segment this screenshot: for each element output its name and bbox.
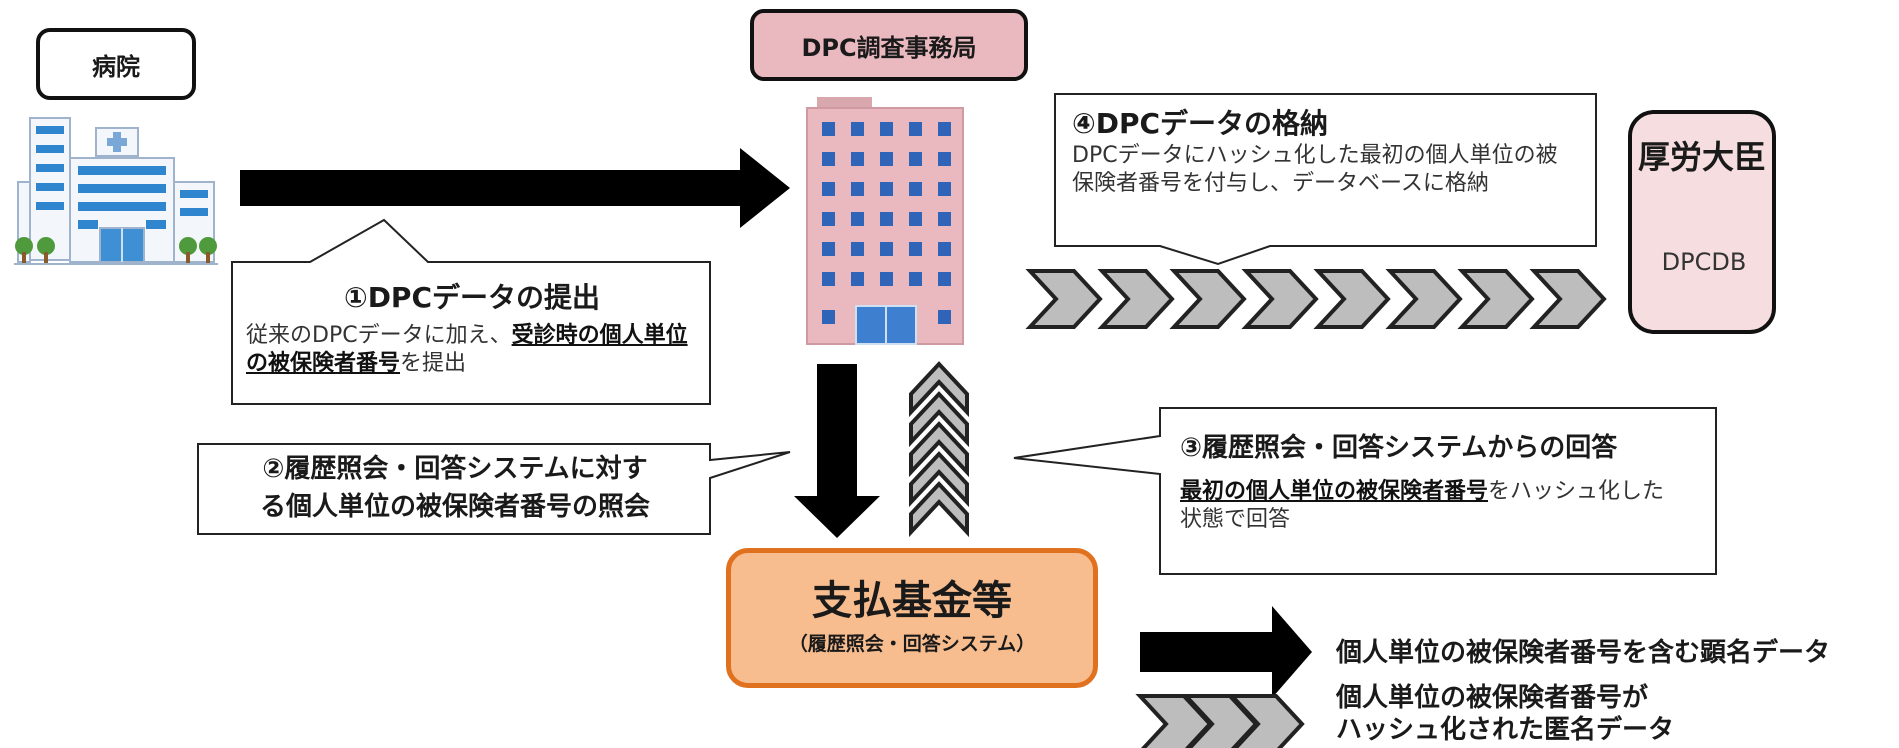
- fund-box: 支払基金等 （履歴照会・回答システム）: [726, 548, 1098, 688]
- office-building-icon: [806, 97, 964, 345]
- callout-step4-shape: [1054, 93, 1597, 266]
- step3-text: 最初の個人単位の被保険者番号をハッシュ化した状態で回答: [1180, 478, 1680, 534]
- legend-solid-label: 個人単位の被保険者番号を含む顕名データ: [1336, 638, 1831, 668]
- fund-title: 支払基金等: [812, 578, 1012, 624]
- step4-title: ④DPCデータの格納: [1072, 107, 1329, 140]
- hospital-label-text: 病院: [92, 52, 140, 81]
- arrow-store-chevrons: [1028, 269, 1606, 329]
- office-label-text: DPC調査事務局: [801, 33, 977, 62]
- step1-text: 従来のDPCデータに加え、受診時の個人単位の被保険者番号を提出: [246, 322, 698, 378]
- step2-title-line2: る個人単位の被保険者番号の照会: [259, 492, 650, 522]
- step2-title-line1: ②履歴照会・回答システムに対す: [262, 454, 648, 484]
- callout-step4: ④DPCデータの格納 DPCデータにハッシュ化した最初の個人単位の被保険者番号を…: [1072, 106, 1582, 198]
- callout-step2: ②履歴照会・回答システムに対す る個人単位の被保険者番号の照会: [210, 450, 700, 526]
- callout-step3-shape: [1013, 407, 1717, 575]
- callout-step1-shape: [231, 218, 711, 405]
- step3-title: ③履歴照会・回答システムからの回答: [1180, 433, 1618, 463]
- minister-container: 厚労大臣: [1628, 110, 1776, 334]
- arrow-inquiry: [794, 364, 880, 538]
- db-label: DPCDB: [1661, 248, 1747, 276]
- hospital-label: 病院: [36, 28, 196, 100]
- legend-chevron-label: 個人単位の被保険者番号が ハッシュ化された匿名データ: [1336, 682, 1674, 746]
- callout-step3: ③履歴照会・回答システムからの回答 最初の個人単位の被保険者番号をハッシュ化した…: [1180, 430, 1700, 534]
- step1-text-pre: 従来のDPCデータに加え、: [246, 323, 512, 348]
- step1-text-post: を提出: [400, 351, 467, 376]
- fund-subtitle: （履歴照会・回答システム）: [788, 633, 1036, 655]
- step3-text-post: をハッシュ化した状態で回答: [1180, 479, 1665, 532]
- arrow-submit: [240, 148, 790, 228]
- legend-chevron-arrow: [1138, 694, 1304, 748]
- minister-label: 厚労大臣: [1637, 138, 1766, 176]
- callout-step2-shape: [197, 443, 791, 535]
- step1-title: ①DPCデータの提出: [343, 281, 601, 314]
- callout-step1: ①DPCデータの提出 従来のDPCデータに加え、受診時の個人単位の被保険者番号を…: [246, 280, 698, 378]
- step3-text-emph: 最初の個人単位の被保険者番号: [1180, 479, 1489, 504]
- arrow-answer-chevrons: [909, 362, 969, 534]
- hospital-building-icon: [14, 117, 218, 265]
- legend-chevron-line1: 個人単位の被保険者番号が: [1336, 683, 1649, 713]
- step4-text: DPCデータにハッシュ化した最初の個人単位の被保険者番号を付与し、データベースに…: [1072, 143, 1558, 196]
- step1-text-emph: 受診時の個人単位の被保険者番号: [246, 323, 688, 376]
- office-label: DPC調査事務局: [750, 9, 1028, 81]
- legend-solid-arrow: [1140, 606, 1312, 698]
- legend-chevron-line2: ハッシュ化された匿名データ: [1336, 715, 1675, 745]
